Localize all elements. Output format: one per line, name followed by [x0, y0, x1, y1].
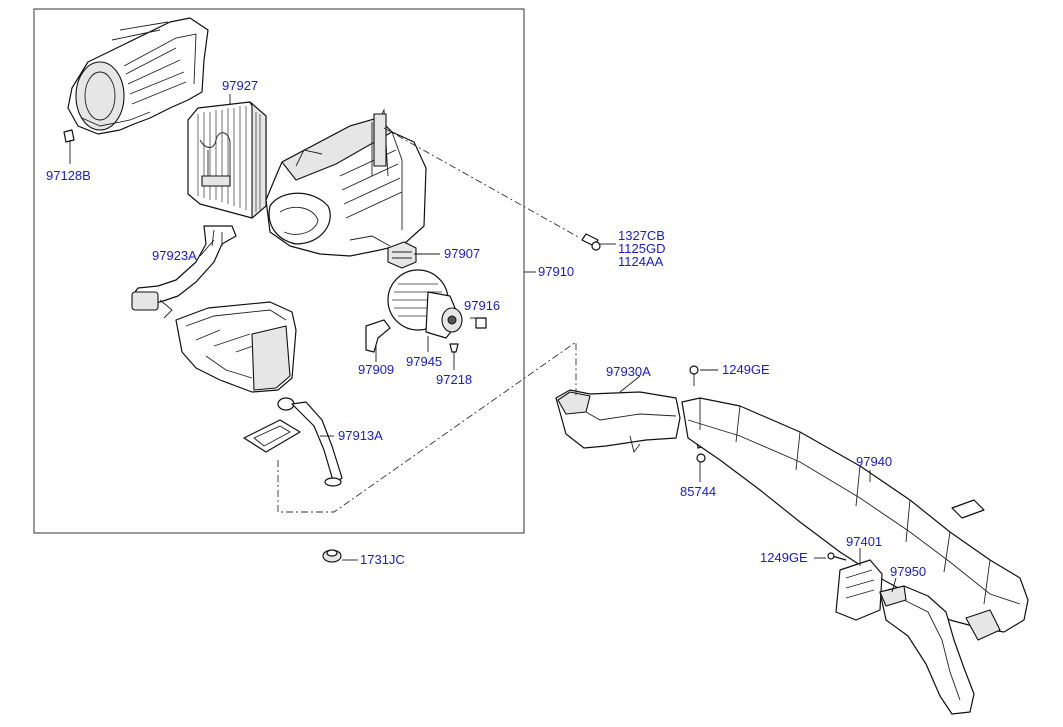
- duct-97930A-drawing: [555, 389, 681, 454]
- screw-97916-drawing: [475, 317, 487, 329]
- label-1327CB[interactable]: 1327CB: [618, 228, 665, 243]
- blower-case-drawing: [67, 17, 209, 135]
- hose-97909-drawing: [365, 319, 391, 353]
- lower-case-drawing: [175, 301, 297, 393]
- screw-1249GE-top-drawing: [689, 365, 699, 386]
- label-97907[interactable]: 97907: [444, 246, 480, 261]
- blower-motor-drawing: [387, 269, 463, 339]
- label-1125GD[interactable]: 1125GD: [618, 241, 665, 256]
- label-1249GE-top[interactable]: 1249GE: [722, 362, 770, 377]
- expansion-pipe-97923A-drawing: [131, 225, 237, 319]
- label-97913A[interactable]: 97913A: [338, 428, 383, 443]
- label-97128B[interactable]: 97128B: [46, 168, 91, 183]
- leader-lines: [69, 94, 897, 593]
- label-97950[interactable]: 97950: [890, 564, 926, 579]
- resistor-97907-drawing: [387, 241, 417, 269]
- label-97916[interactable]: 97916: [464, 298, 500, 313]
- label-97940[interactable]: 97940: [856, 454, 892, 469]
- label-97401[interactable]: 97401: [846, 534, 882, 549]
- screw-1249GE-bottom-drawing: [827, 552, 847, 561]
- heater-unit-housing-drawing: [265, 108, 427, 257]
- label-97910[interactable]: 97910: [538, 264, 574, 279]
- main-duct-97940-drawing: [681, 397, 1029, 641]
- label-1249GE-bottom[interactable]: 1249GE: [760, 550, 808, 565]
- evaporator-core-drawing: [187, 101, 267, 219]
- label-85744[interactable]: 85744: [680, 484, 716, 499]
- label-97945[interactable]: 97945: [406, 354, 442, 369]
- clip-97128B-drawing: [63, 129, 75, 143]
- cover-97401-drawing: [835, 559, 883, 621]
- bolt-1327CB-drawing: [581, 233, 601, 251]
- label-97218[interactable]: 97218: [436, 372, 472, 387]
- label-97909[interactable]: 97909: [358, 362, 394, 377]
- label-1124AA[interactable]: 1124AA: [618, 254, 664, 269]
- screw-97218-drawing: [449, 343, 459, 353]
- grommet-1731JC-drawing: [322, 549, 342, 563]
- clip-right-drawing: [951, 499, 985, 519]
- label-1731JC[interactable]: 1731JC: [360, 552, 405, 567]
- seal-drawing: [243, 419, 301, 453]
- connection-line-duct: [277, 341, 577, 513]
- drain-hose-97913A-drawing: [291, 401, 343, 487]
- heater-assembly-frame: [33, 8, 525, 534]
- label-97923A[interactable]: 97923A: [152, 248, 197, 263]
- label-97930A[interactable]: 97930A: [606, 364, 651, 379]
- label-97927[interactable]: 97927: [222, 78, 258, 93]
- duct-97950-drawing: [879, 585, 975, 715]
